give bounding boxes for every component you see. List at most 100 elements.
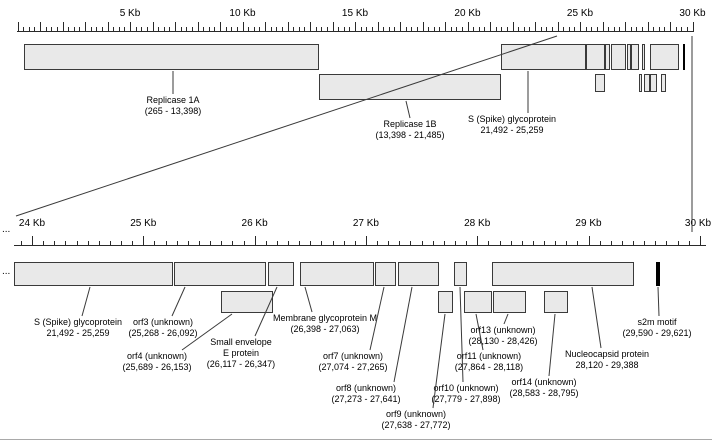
gene-box-bottom-m-protein bbox=[300, 262, 374, 286]
leader-orf8 bbox=[393, 286, 413, 383]
gene-box-bottom-s2m bbox=[656, 262, 660, 286]
ruler-tick bbox=[43, 241, 45, 246]
ruler-tick bbox=[132, 241, 134, 246]
ruler-tick bbox=[276, 27, 278, 32]
ruler-tick bbox=[343, 27, 345, 32]
gene-coords: (27,074 - 27,265) bbox=[318, 362, 388, 372]
ruler-continuation-ellipsis: ... bbox=[2, 224, 11, 235]
gene-coords: (27,864 - 28,118) bbox=[454, 362, 524, 372]
ruler-tick-label: 24 Kb bbox=[18, 218, 46, 229]
track-continuation-ellipsis: ... bbox=[2, 266, 11, 277]
gene-label-orf10: orf10 (unknown) (27,779 - 27,898) bbox=[431, 383, 500, 405]
gene-coords: 21,492 - 25,259 bbox=[480, 125, 544, 135]
ruler-tick bbox=[557, 22, 559, 32]
gene-label-orf4: orf4 (unknown) (25,689 - 26,153) bbox=[122, 351, 191, 373]
ruler-tick bbox=[310, 22, 311, 32]
gene-coords: (13,398 - 21,485) bbox=[375, 130, 445, 140]
leader-orf3 bbox=[171, 286, 186, 317]
ruler-tick bbox=[141, 27, 143, 32]
ruler-tick bbox=[439, 27, 441, 32]
ruler-tick bbox=[214, 27, 216, 32]
ruler-tick bbox=[17, 22, 19, 32]
leader-nucleocapsid bbox=[591, 286, 602, 349]
ruler-tick bbox=[304, 27, 306, 32]
ruler-tick bbox=[655, 241, 657, 246]
gene-box-top-m-protein bbox=[611, 44, 626, 70]
ruler-tick bbox=[518, 27, 520, 32]
gene-box-top-orf10 bbox=[642, 44, 645, 70]
gene-label-replicase-1b: Replicase 1B (13,398 - 21,485) bbox=[375, 119, 444, 141]
ruler-tick bbox=[186, 27, 188, 32]
ruler-tick bbox=[445, 22, 446, 32]
ruler-tick bbox=[399, 241, 401, 246]
ruler-tick bbox=[450, 27, 452, 32]
gene-name: Membrane glycoprotein M bbox=[272, 313, 378, 323]
ruler-tick bbox=[51, 27, 53, 32]
ruler-tick bbox=[242, 22, 244, 32]
ruler-tick bbox=[574, 27, 576, 32]
ruler-tick bbox=[355, 22, 356, 32]
ruler-tick bbox=[454, 241, 456, 246]
ruler-tick bbox=[90, 27, 92, 32]
ruler-tick bbox=[410, 241, 412, 246]
ruler-tick bbox=[636, 27, 638, 32]
gene-name-line2: E protein bbox=[222, 348, 260, 358]
gene-coords: (29,590 - 29,621) bbox=[622, 328, 692, 338]
ruler-tick bbox=[98, 241, 100, 246]
ruler-tick bbox=[467, 22, 469, 32]
gene-coords: 28,120 - 29,388 bbox=[575, 360, 639, 370]
ruler-tick bbox=[484, 27, 486, 32]
ruler-tick bbox=[326, 27, 328, 32]
ruler-tick-label: 29 Kb bbox=[575, 218, 602, 229]
ruler-tick bbox=[670, 22, 671, 32]
ruler-tick bbox=[40, 22, 41, 32]
ruler-tick bbox=[473, 27, 475, 32]
gene-name: Nucleocapsid protein bbox=[564, 349, 650, 359]
gene-coords: 21,492 - 25,259 bbox=[46, 328, 110, 338]
ruler-tick bbox=[293, 27, 295, 32]
ruler-tick bbox=[506, 27, 508, 32]
gene-box-bottom-s-spike bbox=[14, 262, 173, 286]
ruler-tick bbox=[332, 22, 334, 32]
ruler-tick bbox=[332, 241, 334, 246]
gene-name: Small envelope bbox=[210, 337, 272, 347]
ruler-tick bbox=[180, 27, 182, 32]
leader-m-protein bbox=[304, 286, 313, 313]
ruler-tick bbox=[422, 22, 424, 32]
leader-orf14 bbox=[548, 313, 556, 377]
ruler-tick bbox=[32, 236, 33, 246]
ruler-tick bbox=[681, 27, 683, 32]
gene-label-s2m: s2m motif (29,590 - 29,621) bbox=[622, 317, 691, 339]
ruler-tick bbox=[621, 241, 623, 246]
ruler-tick bbox=[20, 241, 22, 246]
ruler-tick bbox=[197, 22, 199, 32]
gene-box-top-s2m bbox=[683, 44, 685, 70]
ruler-tick bbox=[121, 241, 122, 246]
leader-s2m bbox=[657, 286, 660, 317]
ruler-tick bbox=[56, 27, 58, 32]
ruler-tick bbox=[146, 27, 148, 32]
gene-box-bottom-nucleocapsid bbox=[492, 262, 634, 286]
ruler-tick bbox=[176, 241, 178, 246]
gene-label-bottom-s-spike: S (Spike) glycoprotein 21,492 - 25,259 bbox=[34, 317, 122, 339]
ruler-tick bbox=[23, 27, 25, 32]
ruler-tick bbox=[602, 22, 604, 32]
ruler-tick bbox=[563, 27, 565, 32]
ruler-tick bbox=[365, 236, 367, 246]
ruler-tick bbox=[577, 241, 579, 246]
ruler-tick bbox=[394, 27, 396, 32]
gene-label-top-s-spike: S (Spike) glycoprotein 21,492 - 25,259 bbox=[468, 114, 556, 136]
gene-coords: (27,638 - 27,772) bbox=[381, 420, 451, 430]
ruler-tick bbox=[501, 27, 503, 32]
gene-coords: (27,273 - 27,641) bbox=[331, 394, 401, 404]
ruler-tick-label: 15 Kb bbox=[341, 8, 369, 19]
bottom-ruler-baseline bbox=[14, 245, 706, 246]
ruler-tick bbox=[65, 241, 67, 246]
ruler-tick bbox=[109, 241, 111, 246]
ruler-tick bbox=[265, 241, 267, 246]
ruler-tick bbox=[28, 27, 30, 32]
gene-label-orf9: orf9 (unknown) (27,638 - 27,772) bbox=[381, 409, 450, 431]
ruler-tick bbox=[580, 22, 581, 32]
